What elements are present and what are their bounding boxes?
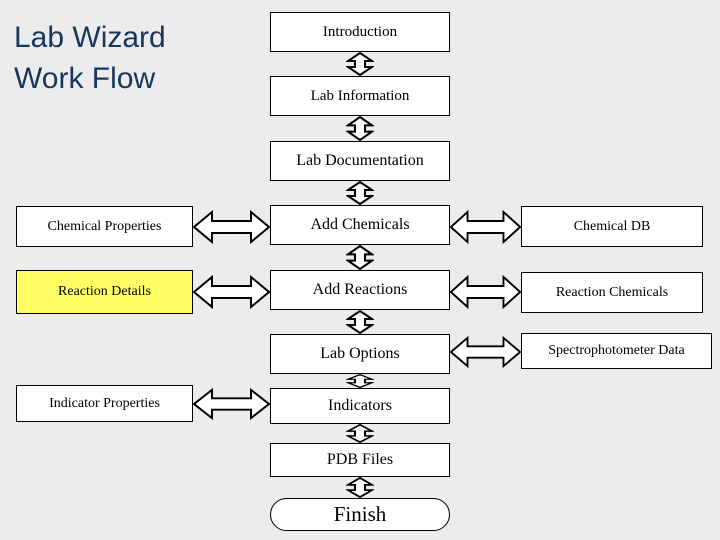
connector-lab-documentation-add-chemicals: [346, 181, 374, 205]
node-indicator-properties[interactable]: Indicator Properties: [16, 385, 193, 422]
node-label: Reaction Details: [58, 284, 151, 299]
page-title: Lab Wizard Work Flow: [14, 21, 166, 95]
node-label: Lab Documentation: [296, 152, 424, 169]
connector-lab-information-lab-documentation: [346, 116, 374, 141]
connector-add-chemicals-add-reactions: [346, 245, 374, 270]
node-chemical-properties[interactable]: Chemical Properties: [16, 206, 193, 247]
node-finish[interactable]: Finish: [270, 498, 450, 531]
node-label: Finish: [333, 502, 387, 526]
node-spectrophotometer-data[interactable]: Spectrophotometer Data: [521, 333, 712, 369]
connector-indicator-properties-indicators: [193, 388, 270, 420]
connector-lab-options-indicators: [346, 374, 374, 388]
node-label: Lab Information: [310, 87, 410, 104]
node-add-chemicals[interactable]: Add Chemicals: [270, 205, 450, 245]
connector-add-reactions-lab-options: [346, 310, 374, 334]
node-label: PDB Files: [326, 451, 394, 468]
connector-pdb-files-finish: [346, 477, 374, 498]
node-add-reactions[interactable]: Add Reactions: [270, 270, 450, 310]
node-label: Chemical DB: [573, 218, 651, 234]
connector-add-reactions-reaction-chemicals: [450, 275, 521, 309]
connector-introduction-lab-information: [346, 52, 374, 76]
node-reaction-chemicals[interactable]: Reaction Chemicals: [521, 272, 703, 313]
node-label: Indicator Properties: [49, 395, 160, 411]
node-lab-options[interactable]: Lab Options: [270, 334, 450, 374]
connector-chemical-properties-add-chemicals: [193, 210, 270, 244]
node-label: Indicators: [328, 397, 392, 414]
node-lab-information[interactable]: Lab Information: [270, 76, 450, 116]
node-label: Add Reactions: [312, 281, 408, 298]
node-label: Spectrophotometer Data: [548, 343, 685, 358]
node-reaction-details[interactable]: Reaction Details: [16, 270, 193, 314]
connector-reaction-details-add-reactions: [193, 275, 270, 309]
node-label: Lab Options: [320, 345, 400, 362]
node-label: Chemical Properties: [47, 218, 162, 234]
connector-lab-options-spectrophotometer-data: [450, 336, 521, 368]
node-lab-documentation[interactable]: Lab Documentation: [270, 141, 450, 181]
node-pdb-files[interactable]: PDB Files: [270, 443, 450, 477]
connector-indicators-pdb-files: [346, 424, 374, 443]
node-introduction[interactable]: Introduction: [270, 12, 450, 52]
node-label: Introduction: [322, 23, 398, 40]
node-chemical-db[interactable]: Chemical DB: [521, 206, 703, 247]
node-label: Add Chemicals: [310, 216, 410, 233]
connector-add-chemicals-chemical-db: [450, 210, 521, 244]
node-label: Reaction Chemicals: [555, 284, 669, 300]
node-indicators[interactable]: Indicators: [270, 388, 450, 424]
